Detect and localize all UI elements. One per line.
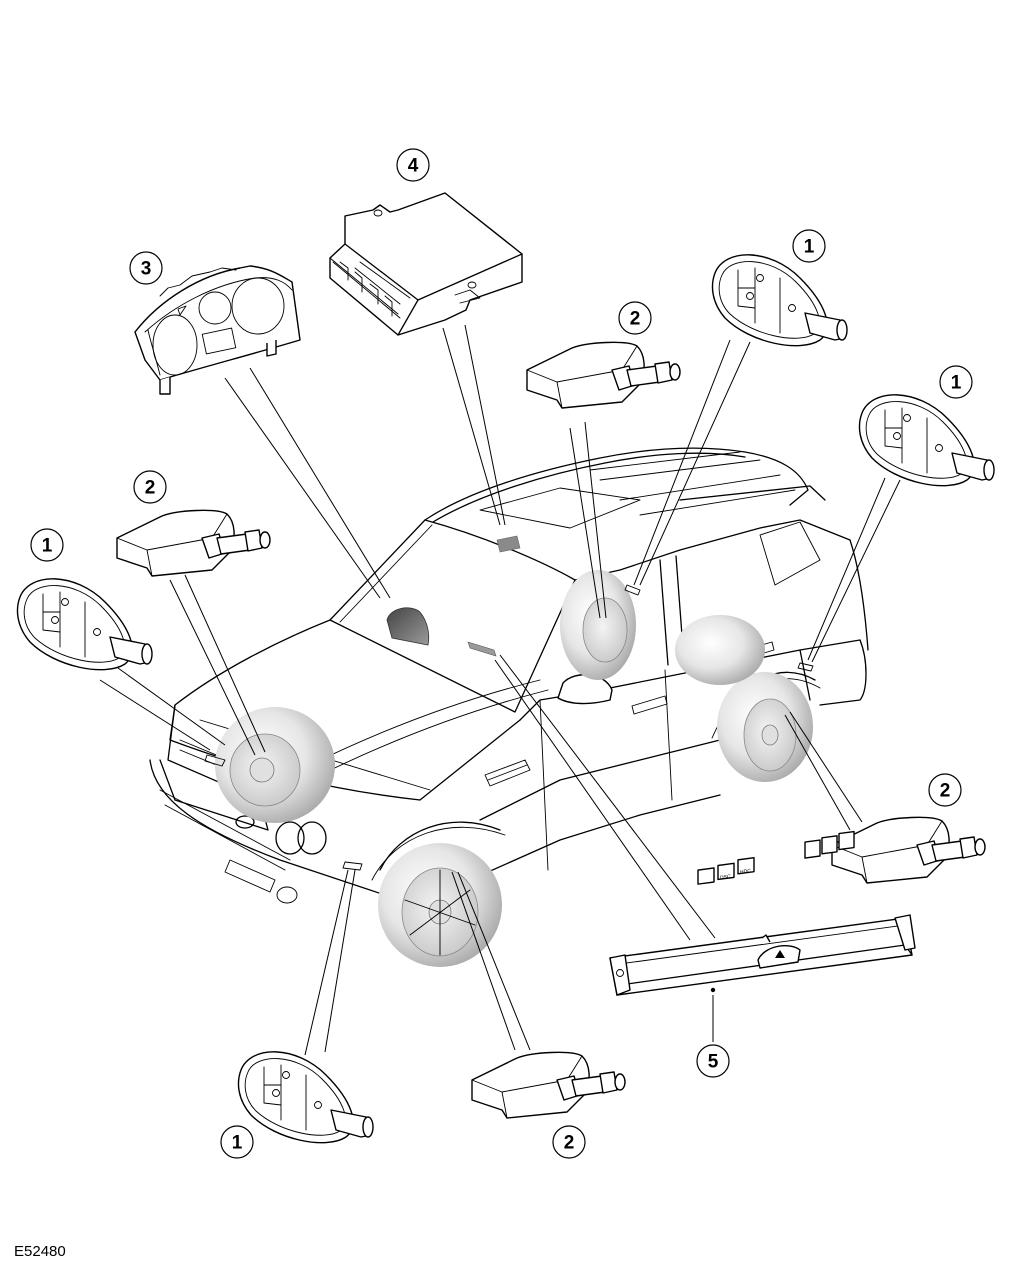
hazard-triangle-icon (775, 950, 785, 958)
callout-number: 3 (141, 259, 152, 280)
figure-id: E52480 (14, 1243, 66, 1260)
hdc-label: HDC (740, 868, 751, 875)
antenna-location-rear-right (797, 662, 814, 672)
lock-button (821, 835, 838, 855)
leader-anchor-dot (710, 987, 716, 993)
antenna-location-rear-left (624, 584, 641, 596)
sunroof (479, 487, 641, 529)
control-module (329, 192, 523, 336)
transmitter-antenna-front-right (237, 1051, 374, 1144)
front-bumper (149, 759, 421, 931)
callout-2-front-left: 2 (133, 470, 167, 504)
alarm-button (838, 830, 855, 851)
callout-2-rear-left: 2 (618, 301, 652, 335)
callout-5: 5 (696, 1044, 730, 1078)
callout-number: 4 (408, 156, 419, 177)
callout-number: 1 (232, 1133, 243, 1154)
fog-lamp (276, 886, 298, 904)
tpms-button (697, 867, 715, 885)
switch-panel-location (467, 641, 497, 657)
leader-lines (99, 324, 901, 1056)
switch-button-row: DSC HDC (697, 830, 855, 969)
callout-1-rear-left: 1 (792, 229, 826, 263)
tire-pressure-sensor-rear-right (831, 816, 986, 884)
callout-number: 2 (630, 309, 641, 330)
tire-pressure-sensor-rear-left (526, 341, 681, 409)
antenna-location-front-left (204, 754, 226, 767)
windscreen (329, 519, 576, 713)
wheel-rear-left (560, 570, 636, 680)
gauge-center (198, 291, 232, 325)
vehicle-roof (424, 447, 809, 521)
unlock-button (804, 839, 821, 859)
wheel-front-right (378, 843, 502, 967)
callout-number: 2 (145, 478, 156, 499)
callout-1-rear-right: 1 (939, 365, 973, 399)
transmitter-antenna-front-left (16, 578, 153, 671)
callout-1-front-left: 1 (30, 528, 64, 562)
door-mirror (557, 673, 613, 705)
grille-badge (235, 815, 255, 829)
callout-1-front-right: 1 (220, 1125, 254, 1159)
transmitter-antenna-rear-right (858, 394, 995, 487)
wheel-front-left (215, 707, 335, 823)
hdc-button (737, 857, 755, 875)
tire-pressure-sensor-front-right (471, 1051, 626, 1119)
dsc-button (717, 862, 735, 881)
instrument-cluster (134, 265, 301, 395)
instrument-cluster-location (386, 607, 430, 646)
callout-number: 1 (951, 373, 962, 394)
spare-wheel (675, 615, 765, 685)
antenna-location-front-right (342, 861, 363, 871)
callout-number: 2 (564, 1133, 575, 1154)
dsc-label: DSC (720, 874, 731, 881)
control-module-location (496, 535, 521, 553)
callout-3: 3 (129, 251, 163, 285)
rear-side-window (759, 521, 821, 586)
mounting-hole (467, 281, 477, 289)
vehicle (149, 447, 869, 931)
mounting-hole (373, 209, 383, 217)
door-handle-front (631, 695, 668, 715)
callout-number: 1 (42, 536, 53, 557)
callout-number: 5 (708, 1052, 719, 1073)
callout-number: 2 (940, 781, 951, 802)
gauge-right (231, 277, 285, 335)
lcd-display (201, 327, 237, 355)
callout-number: 1 (804, 237, 815, 258)
switch-panel: DSC HDC (609, 830, 916, 996)
wheel-rear-right (717, 672, 813, 782)
callout-4: 4 (396, 148, 430, 182)
gauge-left (152, 314, 198, 376)
transmitter-antenna-rear-left (711, 254, 848, 347)
tire-pressure-sensor-front-left (116, 509, 271, 577)
headlamp-left (275, 821, 305, 855)
side-vent (484, 759, 531, 787)
callout-2-front-right: 2 (552, 1125, 586, 1159)
callout-2-rear-right: 2 (928, 773, 962, 807)
bonnet (169, 619, 521, 801)
